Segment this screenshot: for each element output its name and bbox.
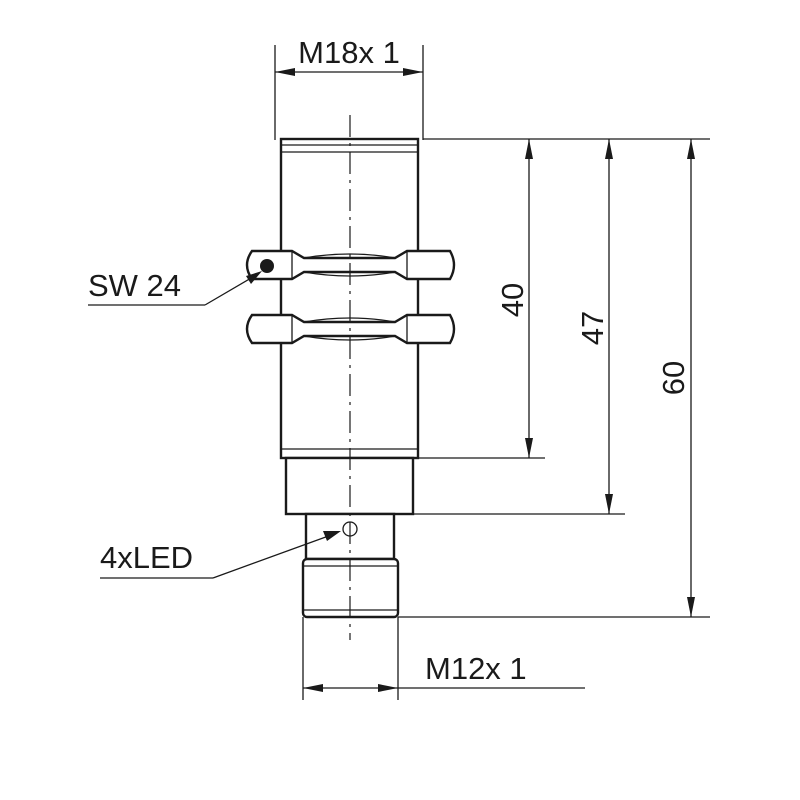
wrench-size-label: SW 24 <box>88 268 181 303</box>
dimension-47-label: 47 <box>575 311 610 345</box>
led-callout: 4xLED <box>100 531 341 579</box>
wrench-size-callout: SW 24 <box>88 268 262 306</box>
extension-lines <box>398 138 710 618</box>
bottom-thread-dimension: M12x 1 <box>302 617 585 700</box>
wrench-marker-dot <box>260 259 274 273</box>
dimension-40-label: 40 <box>495 283 530 317</box>
dimension-60-label: 60 <box>656 361 691 395</box>
top-thread-dimension: M18x 1 <box>274 35 424 140</box>
bottom-thread-label: M12x 1 <box>425 651 527 686</box>
dimension-47: 47 <box>575 139 613 514</box>
dimension-60: 60 <box>656 139 695 617</box>
led-label: 4xLED <box>100 540 193 575</box>
dimension-40: 40 <box>495 139 533 458</box>
top-thread-label: M18x 1 <box>298 35 400 70</box>
